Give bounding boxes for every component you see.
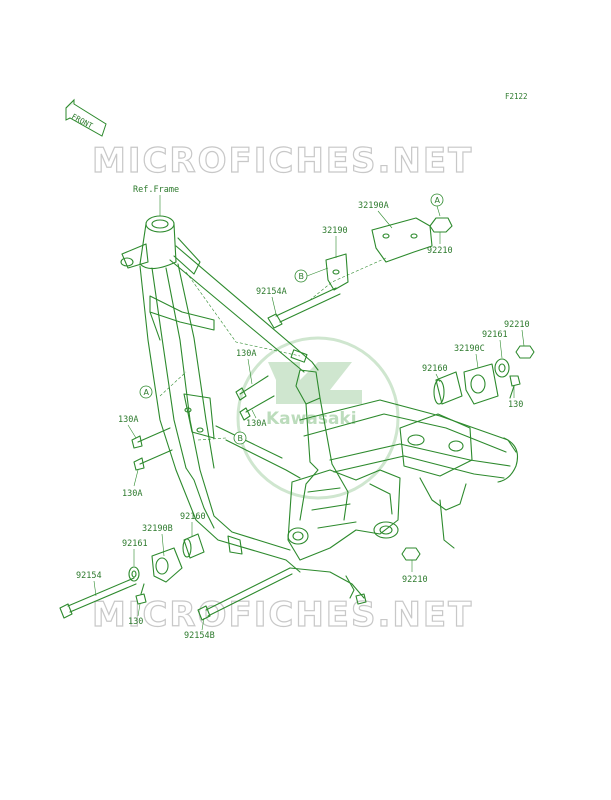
- collar-92161-right: [494, 358, 510, 378]
- frame-assembly: [120, 215, 519, 599]
- mount-bracket-32190A: [371, 217, 433, 263]
- brand-logo-text: Kawasaki: [266, 409, 357, 429]
- label-130-right: 130: [508, 400, 523, 410]
- bolt-92154A: [267, 287, 341, 329]
- collar-92161-left: [128, 566, 140, 582]
- label-130-left: 130: [128, 617, 143, 627]
- bolt-130A-upper: [235, 375, 269, 401]
- bolt-130-frame-bottom: [355, 593, 367, 605]
- kawasaki-logo: Kawasaki: [236, 336, 400, 500]
- bracket-32190C: [463, 363, 499, 405]
- label-130A-left-1: 130A: [118, 415, 138, 425]
- label-32190: 32190: [322, 226, 348, 236]
- label-32190A: 32190A: [358, 201, 389, 211]
- svg-text:B: B: [299, 272, 305, 281]
- label-92210-top: 92210: [427, 246, 453, 256]
- label-92154: 92154: [76, 571, 102, 581]
- label-92161-left: 92161: [122, 539, 148, 549]
- nut-92210-top: [429, 217, 453, 233]
- bushing-92160-right: [433, 371, 463, 405]
- bolt-130-left: [135, 583, 147, 605]
- bolt-130-right: [509, 375, 521, 399]
- bolt-92154B: [197, 567, 293, 621]
- label-130A-left-2: 130A: [122, 489, 142, 499]
- svg-text:A: A: [435, 196, 441, 205]
- callout-b-top: B: [294, 269, 308, 283]
- label-92160-right: 92160: [422, 364, 448, 374]
- bolt-130A-left-1: [131, 427, 171, 449]
- label-32190C: 32190C: [454, 344, 485, 354]
- bracket-32190B: [151, 547, 183, 583]
- callout-a-left: A: [139, 385, 153, 399]
- label-92154A: 92154A: [256, 287, 287, 297]
- nut-92210-bottom: [401, 547, 421, 561]
- watermark-top: MICROFICHES.NET: [92, 141, 473, 181]
- label-32190B: 32190B: [142, 524, 173, 534]
- label-92210-right: 92210: [504, 320, 530, 330]
- mount-bracket-32190: [325, 253, 349, 291]
- label-92160-left: 92160: [180, 512, 206, 522]
- bolt-92154: [59, 577, 137, 619]
- bolt-130A-left-2: [133, 449, 173, 471]
- callout-a-top: A: [430, 193, 444, 207]
- label-92154B: 92154B: [184, 631, 215, 641]
- svg-text:B: B: [238, 434, 244, 443]
- nut-92210-right: [515, 345, 535, 359]
- callout-b-mid: B: [233, 431, 247, 445]
- front-arrow-icon: FRONT: [65, 98, 107, 137]
- label-130A-upper: 130A: [236, 349, 256, 359]
- ref-frame-label: Ref.Frame: [133, 185, 179, 195]
- label-92161-right: 92161: [482, 330, 508, 340]
- watermark-bottom: MICROFICHES.NET: [92, 595, 473, 635]
- figure-code: F2122: [505, 92, 528, 101]
- svg-text:A: A: [144, 388, 150, 397]
- bushing-92160-left: [182, 533, 205, 559]
- bolt-130A-mid: [239, 395, 275, 421]
- label-92210-bottom: 92210: [402, 575, 428, 585]
- label-130A-mid: 130A: [246, 419, 266, 429]
